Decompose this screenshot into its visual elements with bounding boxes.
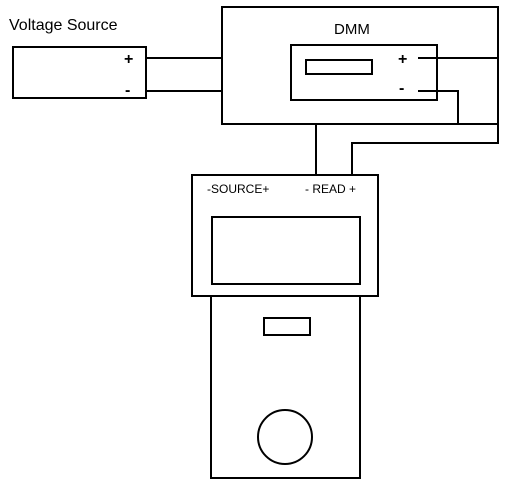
calibrator-screen xyxy=(211,216,361,285)
voltage-source-plus: + xyxy=(124,51,133,68)
voltage-source-minus: - xyxy=(125,82,130,99)
calibrator-read-label: - READ + xyxy=(305,182,356,196)
dmm-plus: + xyxy=(398,51,407,68)
dmm-minus: - xyxy=(399,80,404,97)
wire-dmm-minus-loop xyxy=(418,90,459,124)
voltage-source-box xyxy=(12,46,147,99)
calibrator-source-label: -SOURCE+ xyxy=(207,182,269,196)
calibrator-knob xyxy=(257,409,313,465)
dmm-outer-box xyxy=(221,6,499,125)
dmm-label: DMM xyxy=(334,21,370,38)
dmm-display xyxy=(305,59,373,75)
calibrator-lower-body xyxy=(210,295,361,479)
wire-outer-to-read-terminal xyxy=(351,124,499,175)
dmm-inner-panel xyxy=(290,44,438,101)
voltage-source-label: Voltage Source xyxy=(9,17,118,34)
calibrator-button xyxy=(263,317,311,336)
